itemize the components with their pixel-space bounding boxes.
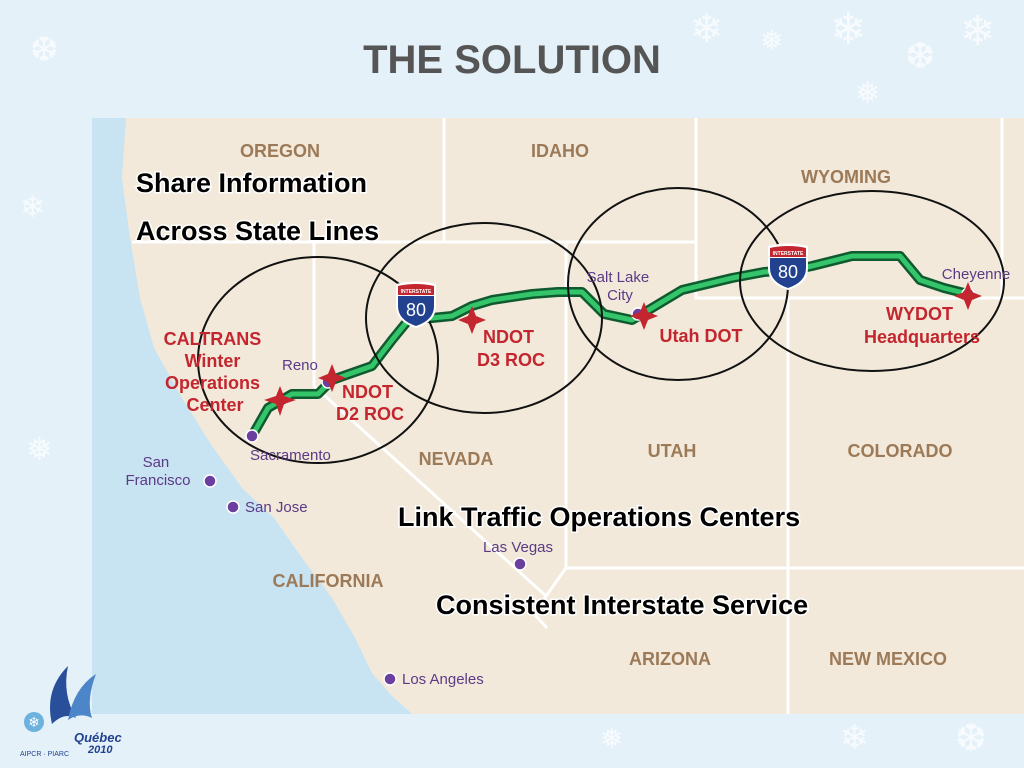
svg-text:INTERSTATE: INTERSTATE [401, 289, 432, 295]
callout-share-line1: Share Information [136, 168, 367, 198]
city-label-cheyenne: Cheyenne [942, 266, 1010, 283]
snowflake-icon: ❆ [905, 36, 936, 77]
city-label-san-francisco: San Francisco [125, 454, 190, 489]
city-dot-icon [226, 500, 240, 514]
city-label-los-angeles: Los Angeles [402, 671, 484, 688]
i80-route [247, 251, 973, 441]
interstate-shield-icon: INTERSTATE 80 [396, 281, 436, 328]
snowflake-icon: ❄ [840, 718, 869, 758]
snowflake-icon: ❅ [26, 430, 53, 468]
callout-consistent-service: Consistent Interstate Service [436, 590, 808, 620]
snowflake-icon: ❄ [20, 190, 46, 225]
state-label-utah: UTAH [648, 441, 697, 461]
city-dot-icon [383, 672, 397, 686]
snowflake-icon: ❅ [600, 722, 624, 755]
logo-name: Québec [74, 730, 122, 745]
snowflake-icon: ❆ [955, 716, 987, 760]
slide-title: THE SOLUTION [363, 38, 661, 82]
wydot-circle [739, 190, 1005, 372]
center-label-caltrans: CALTRANS Winter Operations Center [164, 329, 267, 415]
caltrans-ndot-d2-circle [197, 256, 439, 464]
city-dot-icon [245, 429, 259, 443]
interstate-shield-icon: INTERSTATE 80 [768, 243, 808, 290]
center-label-utah-dot: Utah DOT [660, 326, 743, 346]
snowflake-icon: ❅ [855, 76, 881, 111]
center-label-ndot-d3: NDOT D3 ROC [477, 327, 545, 370]
center-label-ndot-d2: NDOT D2 ROC [336, 382, 404, 424]
quebec-2010-logo: ❄ Québec 2010 AIPCR · PIARC [20, 666, 122, 758]
state-label-wyoming: WYOMING [801, 167, 891, 187]
snowflake-icon: ❄ [830, 4, 867, 55]
callout-link-tocs: Link Traffic Operations Centers [398, 502, 800, 532]
state-label-oregon: OREGON [240, 141, 320, 161]
ndot-d3-circle [365, 222, 603, 414]
snowflake-icon: ❄ [960, 6, 996, 55]
city-dot-icon [203, 474, 217, 488]
state-label-new-mexico: NEW MEXICO [829, 649, 947, 669]
svg-text:INTERSTATE: INTERSTATE [773, 251, 804, 257]
i80-corridor-map: OREGON IDAHO WYOMING NEVADA UTAH COLORAD… [92, 118, 1024, 714]
snowflake-icon: ❄ [28, 714, 40, 730]
center-label-wydot: WYDOT Headquarters [864, 304, 980, 347]
state-label-colorado: COLORADO [848, 441, 953, 461]
star-marker-icon [630, 302, 658, 330]
star-marker-icon [264, 386, 296, 416]
snowflake-icon: ❆ [30, 30, 59, 70]
city-dot-icon [513, 557, 527, 571]
coverage-circles [197, 187, 1005, 464]
star-marker-icon [954, 282, 982, 310]
logo-org: AIPCR · PIARC [20, 751, 69, 758]
city-label-san-jose: San Jose [245, 499, 308, 516]
star-marker-icon [458, 306, 486, 334]
snowflake-icon: ❅ [760, 24, 784, 57]
svg-text:80: 80 [778, 262, 798, 282]
state-label-idaho: IDAHO [531, 141, 589, 161]
svg-text:80: 80 [406, 300, 426, 320]
star-marker-icon [318, 364, 346, 392]
city-label-sacramento: Sacramento [250, 447, 331, 464]
city-label-las-vegas: Las Vegas [483, 539, 553, 556]
logo-year: 2010 [87, 744, 113, 756]
state-label-nevada: NEVADA [419, 449, 494, 469]
snowflake-icon: ❄ [690, 6, 724, 52]
state-label-california: CALIFORNIA [273, 571, 384, 591]
state-label-arizona: ARIZONA [629, 649, 711, 669]
city-label-salt-lake-city: Salt Lake City [587, 269, 654, 304]
city-label-reno: Reno [282, 357, 318, 374]
callout-share-line2: Across State Lines [136, 216, 379, 246]
